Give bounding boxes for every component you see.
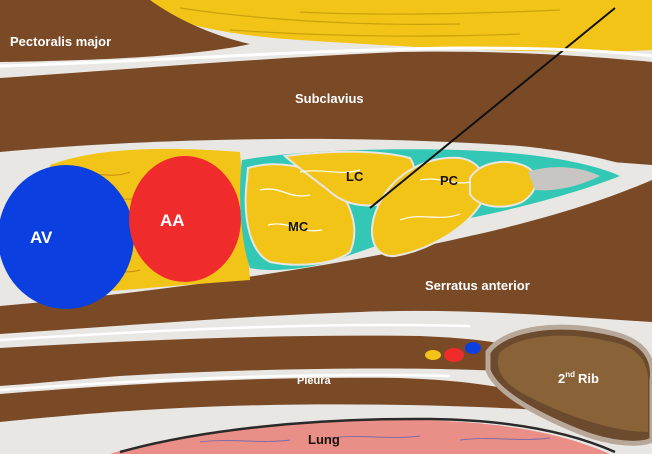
small-artery <box>444 348 464 362</box>
small-vein <box>465 342 481 354</box>
lc-label: LC <box>346 169 364 184</box>
pc-label: PC <box>440 173 459 188</box>
small-fat-dot <box>425 350 441 360</box>
av-label: AV <box>30 228 53 247</box>
lung-label: Lung <box>308 432 340 447</box>
rib-number: 2 <box>558 371 565 386</box>
pectoralis-major-label: Pectoralis major <box>10 34 111 49</box>
second-rib-label: 2ndRib <box>558 370 599 386</box>
subclavius-label: Subclavius <box>295 91 364 106</box>
pleura-label: Pleura <box>297 375 332 387</box>
mc-label: MC <box>288 219 309 234</box>
rib-suffix: nd <box>565 370 575 379</box>
aa-label: AA <box>160 211 185 230</box>
serratus-anterior-label: Serratus anterior <box>425 278 530 293</box>
nerve-fascicle <box>470 162 536 207</box>
axillary-vein <box>0 165 134 309</box>
axillary-artery <box>129 156 241 282</box>
rib-word: Rib <box>578 371 599 386</box>
